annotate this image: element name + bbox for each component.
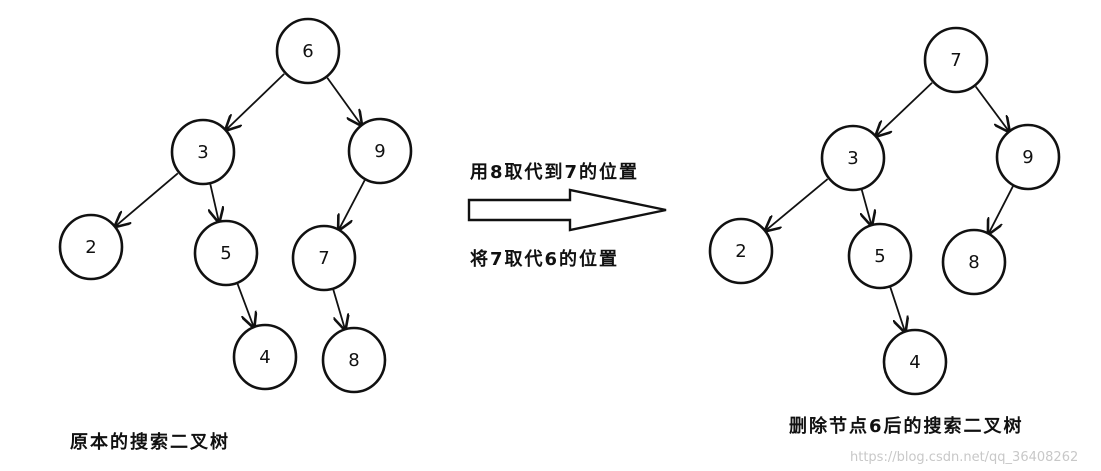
transition-step1: 用8取代到7的位置 bbox=[470, 161, 639, 183]
left-caption: 原本的搜索二叉树 bbox=[70, 431, 230, 453]
edge-9-7 bbox=[339, 179, 366, 229]
node-5: 5 bbox=[193, 219, 259, 287]
node-label: 2 bbox=[85, 237, 96, 258]
node-4: 4 bbox=[232, 323, 298, 391]
edge-7-8 bbox=[332, 289, 345, 330]
node-label: 4 bbox=[259, 347, 270, 368]
node-2: 2 bbox=[708, 217, 774, 285]
node-label: 8 bbox=[348, 350, 359, 371]
node-8: 8 bbox=[941, 228, 1007, 296]
node-circle bbox=[232, 323, 298, 391]
node-label: 9 bbox=[1022, 147, 1033, 168]
node-circle bbox=[847, 222, 913, 290]
node-circle bbox=[995, 123, 1061, 191]
node-9: 9 bbox=[995, 123, 1061, 191]
node-4: 4 bbox=[882, 328, 948, 396]
left-tree: 6 3 9 2 5 7 4 8 bbox=[58, 17, 413, 394]
edge-3-5 bbox=[210, 183, 219, 222]
node-circle bbox=[941, 228, 1007, 296]
node-label: 7 bbox=[318, 248, 329, 269]
node-label: 3 bbox=[197, 142, 208, 163]
node-3: 3 bbox=[170, 118, 236, 186]
node-circle bbox=[820, 124, 886, 192]
node-label: 6 bbox=[302, 41, 313, 62]
node-3: 3 bbox=[820, 124, 886, 192]
edge-3-5 bbox=[862, 189, 872, 225]
node-6: 6 bbox=[275, 17, 341, 85]
node-label: 5 bbox=[220, 243, 231, 264]
node-label: 2 bbox=[735, 241, 746, 262]
node-5: 5 bbox=[847, 222, 913, 290]
node-circle bbox=[708, 217, 774, 285]
right-tree: 7 3 9 2 5 8 4 bbox=[708, 26, 1061, 396]
edge-7-9 bbox=[974, 85, 1009, 131]
node-label: 9 bbox=[374, 141, 385, 162]
edge-9-8 bbox=[989, 185, 1014, 233]
edge-5-4 bbox=[889, 287, 905, 331]
node-label: 4 bbox=[909, 352, 920, 373]
edge-7-3 bbox=[876, 82, 933, 136]
node-label: 5 bbox=[874, 246, 885, 267]
node-circle bbox=[882, 328, 948, 396]
node-circle bbox=[923, 26, 989, 94]
edge-3-2 bbox=[766, 178, 829, 230]
edge-6-9 bbox=[326, 77, 361, 125]
node-circle bbox=[58, 213, 124, 281]
node-8: 8 bbox=[321, 326, 387, 394]
node-label: 3 bbox=[847, 148, 858, 169]
edge-3-2 bbox=[115, 172, 179, 226]
node-9: 9 bbox=[347, 117, 413, 185]
edge-5-4 bbox=[236, 283, 254, 327]
right-caption: 删除节点6后的搜索二叉树 bbox=[789, 415, 1024, 437]
node-circle bbox=[321, 326, 387, 394]
node-label: 8 bbox=[968, 252, 979, 273]
node-circle bbox=[291, 224, 357, 292]
node-circle bbox=[170, 118, 236, 186]
watermark: https://blog.csdn.net/qq_36408262 bbox=[850, 450, 1078, 465]
edge-6-3 bbox=[226, 73, 285, 130]
node-2: 2 bbox=[58, 213, 124, 281]
transition-arrow bbox=[467, 188, 667, 232]
node-7: 7 bbox=[291, 224, 357, 292]
node-circle bbox=[347, 117, 413, 185]
node-7: 7 bbox=[923, 26, 989, 94]
transition-step2: 将7取代6的位置 bbox=[470, 248, 619, 270]
node-label: 7 bbox=[950, 50, 961, 71]
transition: 用8取代到7的位置 将7取代6的位置 bbox=[467, 161, 667, 270]
node-circle bbox=[275, 17, 341, 85]
node-circle bbox=[193, 219, 259, 287]
